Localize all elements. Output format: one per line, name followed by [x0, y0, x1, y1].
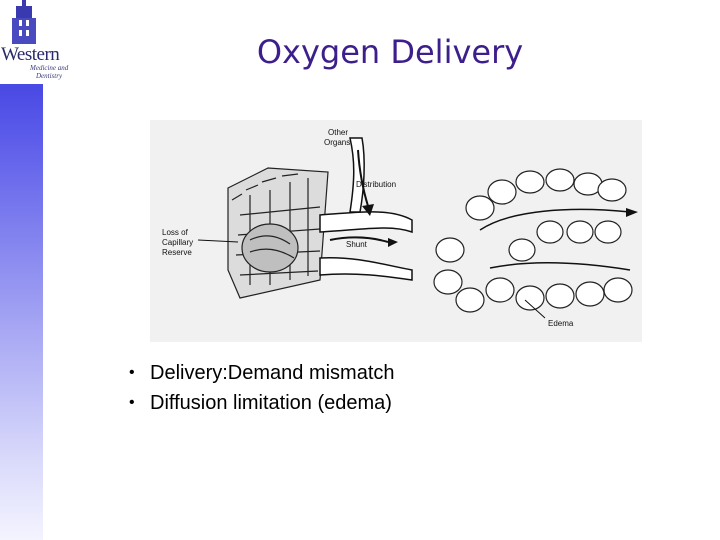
capillary-diagram: Other Organs Distribution Loss of Capill…: [150, 120, 642, 342]
label-loss-3: Reserve: [162, 248, 192, 257]
label-loss-1: Loss of: [162, 228, 189, 237]
cell-cluster: [434, 169, 632, 312]
logo: Western Medicine and Dentistry: [0, 0, 70, 84]
bullet-text: Delivery:Demand mismatch: [150, 362, 395, 384]
bullet-dot-icon: •: [129, 358, 135, 388]
label-other-organs-2: Organs: [324, 138, 350, 147]
bullet-text: Diffusion limitation (edema): [150, 392, 392, 414]
label-other-organs-1: Other: [328, 128, 348, 137]
shunt-arrowhead: [388, 238, 398, 247]
bullet-list: • Delivery:Demand mismatch • Diffusion l…: [126, 358, 395, 418]
label-edema: Edema: [548, 319, 574, 328]
label-distribution: Distribution: [356, 180, 396, 189]
edema-arrowhead: [626, 208, 638, 217]
logo-tower-icon: [4, 0, 44, 48]
label-shunt: Shunt: [346, 240, 368, 249]
bullet-dot-icon: •: [129, 388, 135, 418]
label-loss-2: Capillary: [162, 238, 193, 247]
logo-subtext-2: Dentistry: [36, 72, 62, 80]
bullet-item: • Delivery:Demand mismatch: [126, 358, 395, 388]
bullet-item: • Diffusion limitation (edema): [126, 388, 395, 418]
slide-title: Oxygen Delivery: [240, 33, 540, 71]
logo-subtext-1: Medicine and: [30, 64, 68, 72]
logo-wordmark: Western: [1, 44, 59, 66]
capillary-diagram-figure: Other Organs Distribution Loss of Capill…: [150, 120, 642, 342]
tissue-block: [228, 168, 328, 298]
